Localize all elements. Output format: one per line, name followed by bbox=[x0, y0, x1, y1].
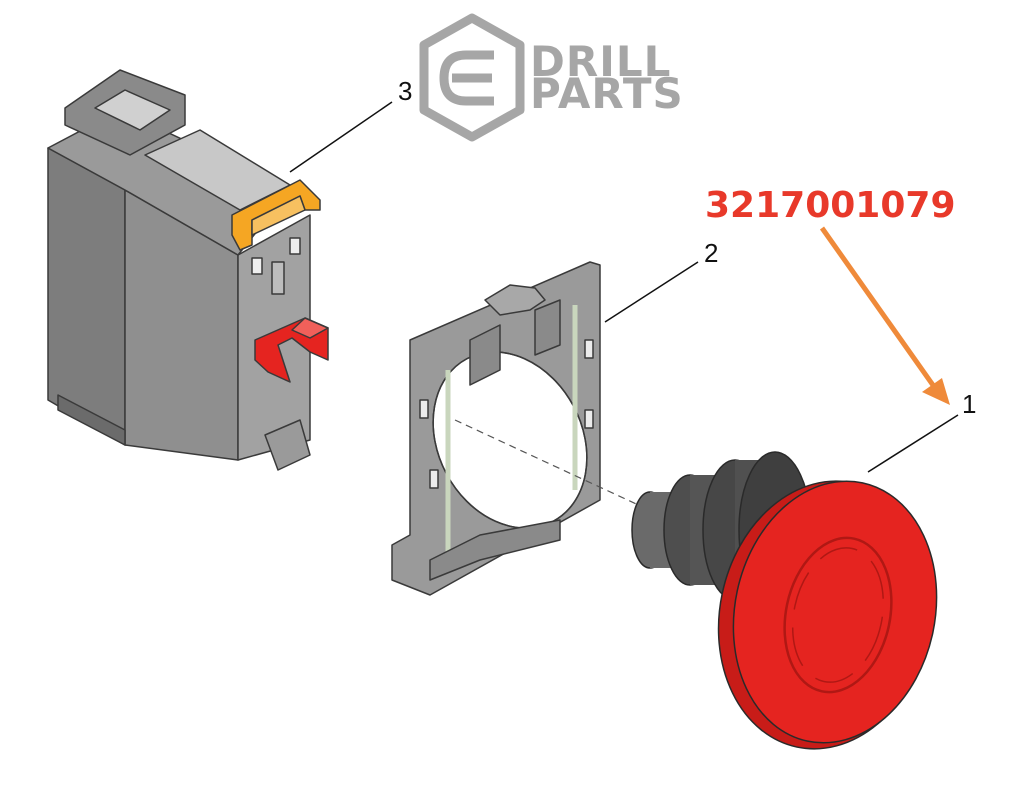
mushroom-button-part-1 bbox=[631, 451, 938, 750]
callout-label-1: 1 bbox=[962, 389, 976, 419]
logo-text-drill: DRILL bbox=[530, 37, 671, 86]
drill-parts-logo: DRILL PARTS bbox=[419, 13, 684, 142]
mounting-frame-part-2 bbox=[391, 261, 601, 596]
callout-2: 2 bbox=[604, 238, 718, 323]
callout-label-2: 2 bbox=[704, 238, 718, 268]
callout-1: 1 bbox=[867, 389, 976, 473]
contact-block-part-3 bbox=[47, 69, 329, 471]
callout-label-3: 3 bbox=[398, 76, 412, 106]
pointer-arrow bbox=[819, 226, 950, 405]
orange-clip bbox=[231, 179, 321, 251]
hexagon-logo-icon bbox=[419, 13, 525, 142]
callout-3: 3 bbox=[289, 76, 412, 173]
assembly-axis-line bbox=[454, 419, 661, 516]
red-actuator bbox=[254, 317, 329, 383]
mushroom-head bbox=[717, 480, 938, 750]
part-number-label: 3217001079 bbox=[705, 185, 956, 226]
logo-text-parts: PARTS bbox=[530, 69, 684, 118]
